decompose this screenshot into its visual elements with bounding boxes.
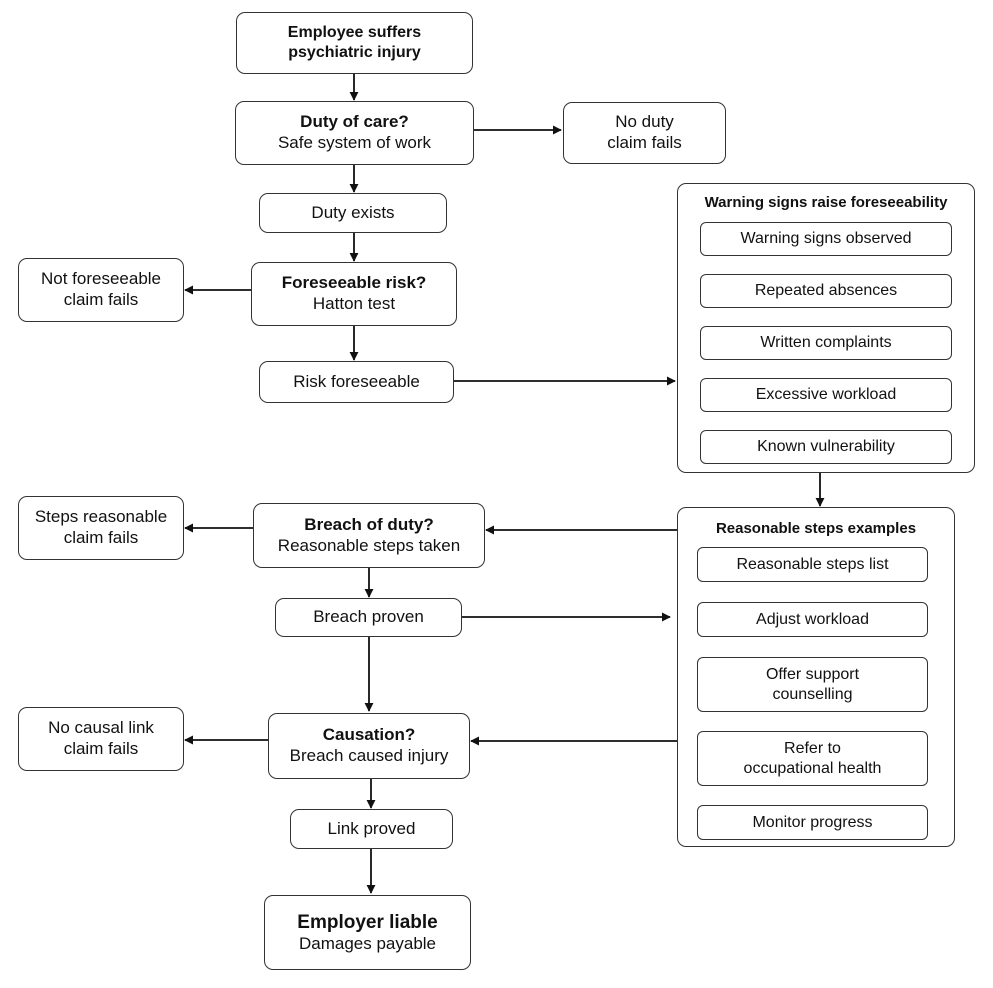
warning-sign-label: Repeated absences xyxy=(754,282,898,300)
steps-reasonable-node[interactable]: Steps reasonable claim fails xyxy=(18,496,184,560)
reasonable-step-line2: occupational health xyxy=(743,759,882,777)
end-title: Employer liable xyxy=(297,911,438,933)
breach-proven-node[interactable]: Breach proven xyxy=(275,598,462,637)
reasonable-step-item[interactable]: Offer support counselling xyxy=(697,657,928,712)
duty-question-title: Duty of care? xyxy=(300,112,409,132)
not-foreseeable-line1: Not foreseeable xyxy=(40,269,162,289)
breach-question-subtitle: Reasonable steps taken xyxy=(277,535,461,555)
steps-reasonable-line1: Steps reasonable xyxy=(34,507,168,527)
warning-sign-item[interactable]: Excessive workload xyxy=(700,378,952,412)
end-subtitle: Damages payable xyxy=(298,933,437,953)
duty-exists-label: Duty exists xyxy=(311,202,395,222)
breach-proven-label: Breach proven xyxy=(313,607,424,627)
no-duty-node[interactable]: No duty claim fails xyxy=(563,102,726,164)
foreseeable-question-subtitle: Hatton test xyxy=(312,294,396,313)
no-causal-link-line1: No causal link xyxy=(48,718,154,738)
start-line1: Employee suffers xyxy=(287,24,422,42)
reasonable-step-line2: counselling xyxy=(772,685,853,703)
reasonable-step-item[interactable]: Monitor progress xyxy=(697,805,928,840)
risk-foreseeable-node[interactable]: Risk foreseeable xyxy=(259,361,454,403)
reasonable-step-item[interactable]: Adjust workload xyxy=(697,602,928,637)
steps-reasonable-line2: claim fails xyxy=(63,528,139,547)
reasonable-step-item[interactable]: Refer to occupational health xyxy=(697,731,928,786)
warning-sign-label: Written complaints xyxy=(760,334,892,352)
reasonable-steps-group-title: Reasonable steps examples xyxy=(715,520,917,537)
not-foreseeable-node[interactable]: Not foreseeable claim fails xyxy=(18,258,184,322)
reasonable-step-line1: Offer support xyxy=(765,666,860,684)
reasonable-step-item[interactable]: Reasonable steps list xyxy=(697,547,928,582)
foreseeable-question-node[interactable]: Foreseeable risk? Hatton test xyxy=(251,262,457,326)
link-proved-label: Link proved xyxy=(327,818,416,838)
reasonable-step-line1: Adjust workload xyxy=(756,610,869,628)
warning-sign-label: Warning signs observed xyxy=(740,230,912,248)
reasonable-step-line1: Monitor progress xyxy=(752,813,873,831)
end-node[interactable]: Employer liable Damages payable xyxy=(264,895,471,970)
warning-sign-label: Excessive workload xyxy=(755,386,897,404)
breach-question-title: Breach of duty? xyxy=(304,514,434,534)
foreseeable-question-title: Foreseeable risk? xyxy=(281,273,427,293)
warning-signs-group-title: Warning signs raise foreseeability xyxy=(704,194,948,211)
breach-question-node[interactable]: Breach of duty? Reasonable steps taken xyxy=(253,503,485,568)
no-duty-line2: claim fails xyxy=(607,133,682,152)
start-line2: psychiatric injury xyxy=(288,44,421,61)
link-proved-node[interactable]: Link proved xyxy=(290,809,453,849)
warning-sign-item[interactable]: Repeated absences xyxy=(700,274,952,308)
risk-foreseeable-label: Risk foreseeable xyxy=(293,371,420,391)
duty-question-node[interactable]: Duty of care? Safe system of work xyxy=(235,101,474,165)
warning-sign-label: Known vulnerability xyxy=(757,438,895,456)
warning-sign-item[interactable]: Written complaints xyxy=(700,326,952,360)
duty-exists-node[interactable]: Duty exists xyxy=(259,193,447,233)
reasonable-step-line1: Reasonable steps list xyxy=(736,555,889,573)
warning-sign-item[interactable]: Warning signs observed xyxy=(700,222,952,256)
warning-sign-item[interactable]: Known vulnerability xyxy=(700,430,952,464)
not-foreseeable-line2: claim fails xyxy=(63,290,139,309)
causation-question-subtitle: Breach caused injury xyxy=(289,746,449,765)
no-duty-line1: No duty xyxy=(615,112,674,132)
start-node[interactable]: Employee suffers psychiatric injury xyxy=(236,12,473,74)
no-causal-link-node[interactable]: No causal link claim fails xyxy=(18,707,184,771)
duty-question-subtitle: Safe system of work xyxy=(277,133,432,152)
causation-question-node[interactable]: Causation? Breach caused injury xyxy=(268,713,470,779)
reasonable-step-line1: Refer to xyxy=(784,740,841,758)
no-causal-link-line2: claim fails xyxy=(63,739,139,758)
causation-question-title: Causation? xyxy=(322,725,416,745)
